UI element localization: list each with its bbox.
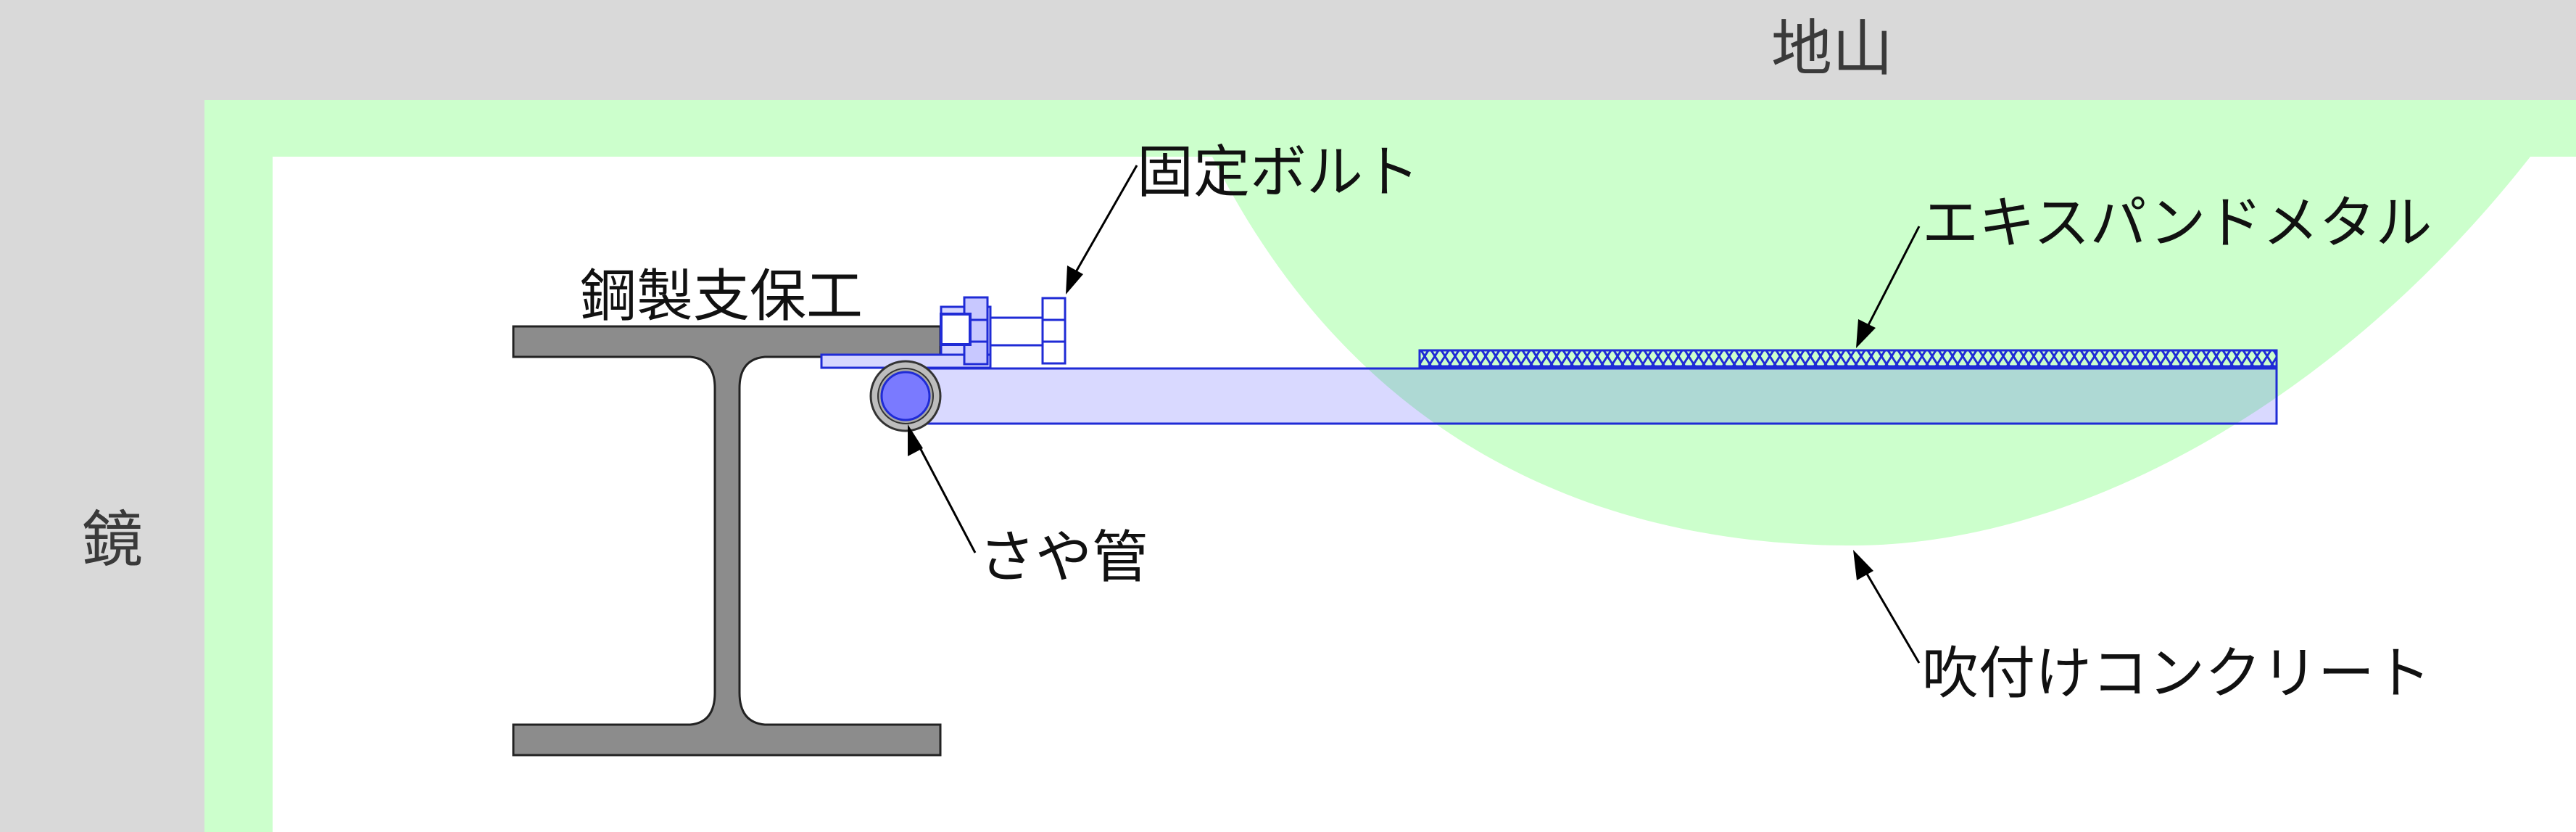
expanded-metal-label: エキスパンドメタル <box>1922 191 2432 256</box>
shotcrete-label: 吹付けコンクリート <box>1922 641 2431 707</box>
shotcrete-face-layer <box>204 100 273 832</box>
expanded-metal-mesh <box>1418 349 2278 368</box>
ground-band <box>0 0 2576 100</box>
leader-arrowhead <box>1066 265 1083 295</box>
leader-arrowhead <box>908 424 923 456</box>
fixing-bolt <box>940 296 1067 366</box>
face-label: 鏡 <box>82 504 143 575</box>
leader-expanded-metal <box>1856 226 1921 348</box>
ground-label: 地山 <box>1771 13 1893 84</box>
leader-shotcrete <box>1853 550 1921 664</box>
shotcrete-crown-layer <box>204 100 2576 157</box>
leader-fixing-bolt <box>1066 165 1138 295</box>
leader-sleeve-pipe <box>908 424 977 553</box>
sleeve-pipe-label: さや管 <box>979 525 1148 590</box>
fixing-bolt-label: 固定ボルト <box>1137 140 1420 205</box>
sleeve-pipe-core <box>880 371 931 421</box>
steel-support-label: 鋼製支保工 <box>580 264 863 329</box>
support-plate <box>925 367 2278 425</box>
face-band <box>0 0 204 832</box>
leader-arrowhead <box>1856 319 1876 348</box>
steel-support-beam <box>512 325 942 757</box>
leader-arrowhead <box>1853 550 1873 580</box>
